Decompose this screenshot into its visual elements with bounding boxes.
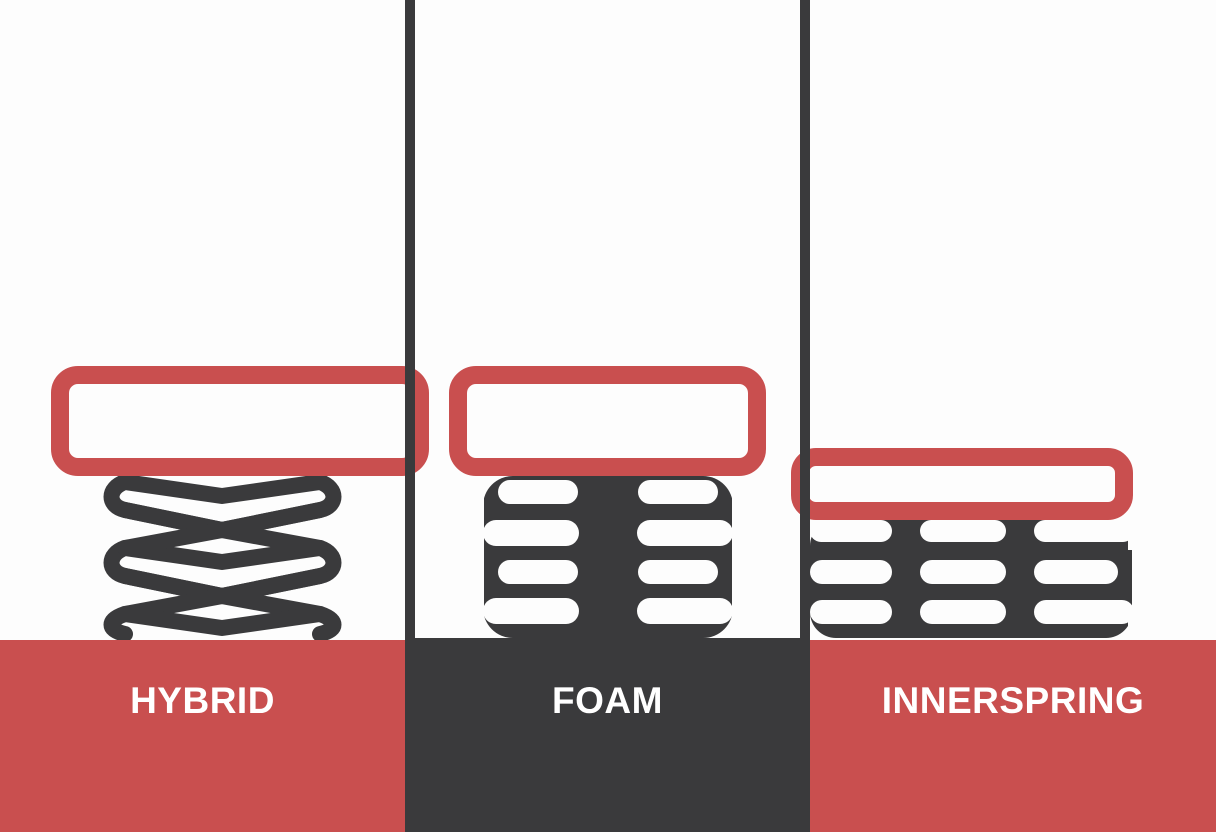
hybrid-comfort-layer bbox=[51, 366, 429, 476]
hybrid-mattress-icon bbox=[103, 474, 342, 642]
divider-line-left bbox=[405, 0, 415, 832]
panel-hybrid: HYBRID bbox=[0, 640, 405, 832]
innerspring-mattress-icon bbox=[810, 520, 1148, 640]
panel-label-foam: FOAM bbox=[552, 680, 663, 721]
foam-comfort-layer bbox=[449, 366, 766, 476]
panel-innerspring: INNERSPRING bbox=[810, 640, 1216, 832]
divider-line-right bbox=[800, 0, 810, 832]
foam-mattress-icon bbox=[470, 476, 746, 638]
panel-label-innerspring: INNERSPRING bbox=[881, 680, 1145, 721]
innerspring-comfort-layer bbox=[791, 448, 1133, 520]
panel-label-hybrid: HYBRID bbox=[130, 680, 275, 721]
panel-foam: FOAM bbox=[405, 638, 810, 832]
